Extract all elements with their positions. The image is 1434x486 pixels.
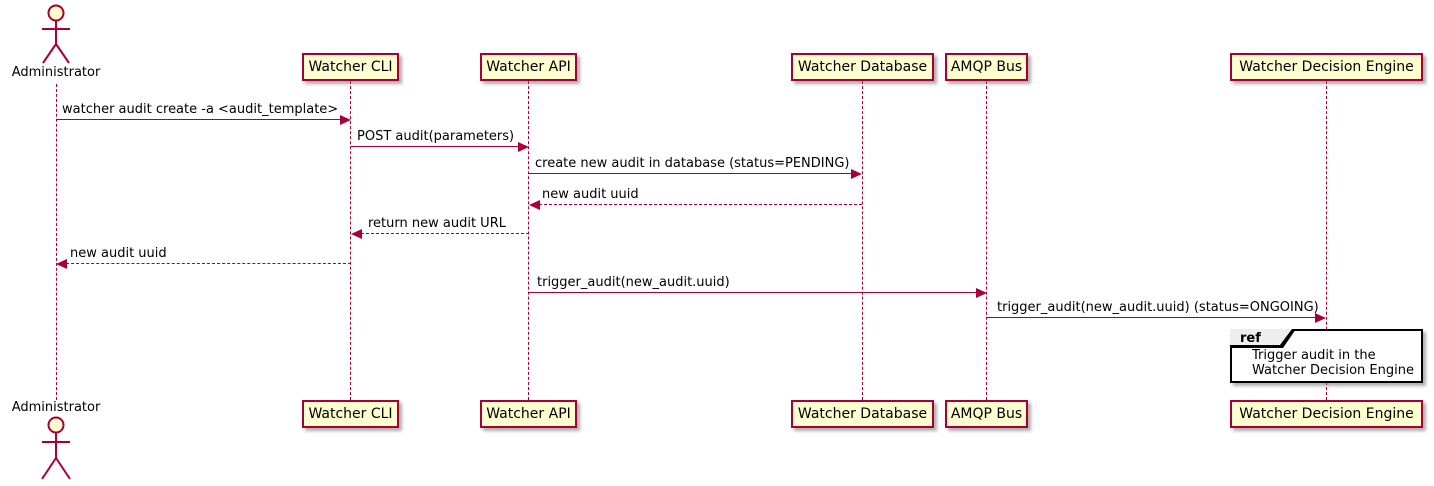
message-line <box>56 119 340 120</box>
ref-text-line: Trigger audit in the <box>1252 348 1376 363</box>
message-line <box>987 317 1315 318</box>
lifeline-watcher-decision-engine <box>1326 81 1327 400</box>
message-label: trigger_audit(new_audit.uuid) (status=ON… <box>997 300 1319 315</box>
message-line <box>529 292 976 293</box>
ref-keyword: ref <box>1240 331 1261 346</box>
participant-bottom-watcher-api: Watcher API <box>480 400 577 428</box>
ref-fragment: ref Trigger audit in the Watcher Decisio… <box>1230 329 1423 383</box>
message-label: watcher audit create -a <audit_template> <box>62 102 339 117</box>
message-line <box>361 233 529 234</box>
participant-top-watcher-decision-engine: Watcher Decision Engine <box>1230 53 1423 81</box>
stick-figure-icon <box>42 4 70 64</box>
arrowhead-right-icon <box>976 288 987 298</box>
participant-bottom-watcher-cli: Watcher CLI <box>302 400 399 428</box>
lifeline-watcher-cli <box>350 81 351 400</box>
arrowhead-left-icon <box>56 259 67 269</box>
message-line <box>66 263 351 264</box>
participant-bottom-watcher-database: Watcher Database <box>791 400 934 428</box>
stick-figure-icon <box>41 416 71 480</box>
arrowhead-right-icon <box>340 115 351 125</box>
ref-tab <box>1230 329 1292 345</box>
message-label: POST audit(parameters) <box>357 129 515 144</box>
arrowhead-right-icon <box>1315 313 1326 323</box>
lifeline-amqp-bus <box>986 81 987 400</box>
message-label: trigger_audit(new_audit.uuid) <box>537 275 730 290</box>
lifeline-watcher-database <box>862 81 863 400</box>
actor-label-top: Administrator <box>11 65 101 80</box>
participant-top-watcher-database: Watcher Database <box>791 53 934 81</box>
lifeline-administrator <box>56 84 57 400</box>
participant-top-watcher-api: Watcher API <box>480 53 577 81</box>
message-line <box>539 204 862 205</box>
participant-top-amqp-bus: AMQP Bus <box>945 53 1028 81</box>
arrowhead-right-icon <box>851 169 862 179</box>
actor-figure-top <box>34 3 78 71</box>
arrowhead-left-icon <box>351 229 362 239</box>
message-label: new audit uuid <box>542 187 639 202</box>
arrowhead-left-icon <box>529 200 540 210</box>
message-line <box>351 146 518 147</box>
actor-label-bottom: Administrator <box>11 400 101 415</box>
message-line <box>529 173 851 174</box>
actor-figure-bottom <box>34 414 78 486</box>
ref-text-line: Watcher Decision Engine <box>1252 363 1414 378</box>
arrowhead-right-icon <box>518 142 529 152</box>
participant-top-watcher-cli: Watcher CLI <box>302 53 399 81</box>
message-label: new audit uuid <box>70 246 167 261</box>
participant-bottom-watcher-decision-engine: Watcher Decision Engine <box>1230 400 1423 428</box>
message-label: return new audit URL <box>368 216 506 231</box>
message-label: create new audit in database (status=PEN… <box>535 156 850 171</box>
lifeline-watcher-api <box>528 81 529 400</box>
participant-bottom-amqp-bus: AMQP Bus <box>945 400 1028 428</box>
